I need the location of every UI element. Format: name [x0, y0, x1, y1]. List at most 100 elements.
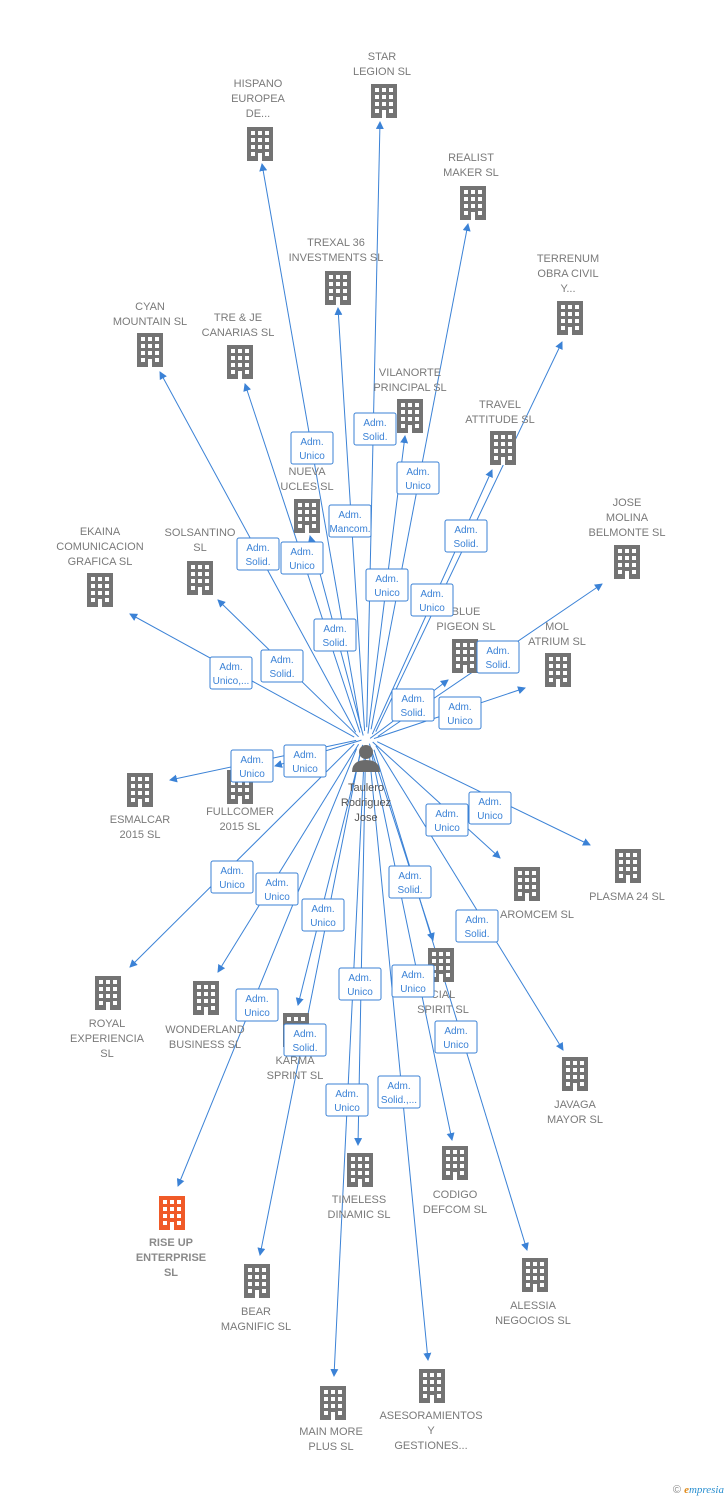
role-badge[interactable]: Adm.Unico [255, 872, 299, 906]
edge-timeless [354, 747, 367, 1146]
role-badge[interactable]: Adm.Unico [210, 860, 254, 894]
company-label-line: BUSINESS SL [169, 1039, 241, 1051]
company-label-line: SPRINT SL [267, 1070, 324, 1082]
company-label-line: ATTITUDE SL [465, 414, 534, 426]
role-badge[interactable]: Adm.Unico,... [209, 656, 253, 690]
badge-text: Adm. [270, 655, 293, 666]
role-badge[interactable]: Adm. Solid. [260, 649, 304, 683]
company-label-line: STAR [368, 51, 397, 63]
badge-text: Adm. [465, 915, 488, 926]
company-label-line: 2015 SL [220, 821, 261, 833]
badge-text: Adm. [454, 525, 477, 536]
company-label-line: EKAINA [80, 526, 121, 538]
badge-text: Unico [334, 1103, 360, 1114]
company-node-travel[interactable]: TRAVEL ATTITUDE SL [465, 399, 535, 465]
building-icon [127, 773, 153, 807]
role-badge[interactable]: Adm.Unico [391, 964, 435, 998]
company-label-line: PIGEON SL [436, 621, 495, 633]
role-badge[interactable]: Adm.Solid. [236, 537, 280, 571]
role-badge[interactable]: Adm.Unico [468, 791, 512, 825]
company-node-plasma[interactable]: PLASMA 24 SL [589, 849, 665, 903]
company-label-line: MAGNIFIC SL [221, 1321, 291, 1333]
role-badge[interactable]: Adm.Solid. [313, 618, 357, 652]
role-badge[interactable]: Adm.Solid. [353, 412, 397, 446]
role-badge[interactable]: Adm.Solid.,... [377, 1075, 421, 1109]
role-badge[interactable]: Adm.Unico [434, 1020, 478, 1054]
role-badge[interactable]: Adm.Unico [438, 696, 482, 730]
role-badge[interactable]: Adm.Solid. [283, 1023, 327, 1057]
edge-javaga [375, 745, 564, 1051]
empresia-footer[interactable]: © empresia [673, 1484, 724, 1496]
company-node-karma[interactable]: KARMA SPRINT SL [267, 1013, 324, 1082]
role-badge[interactable]: Adm.Unico [338, 967, 382, 1001]
badge-text: Adm. [338, 510, 361, 521]
role-badge[interactable]: Adm.Unico [396, 461, 440, 495]
role-badge[interactable]: Adm.Unico [280, 541, 324, 575]
company-label-line: DINAMIC SL [328, 1209, 391, 1221]
company-label-line: KARMA [275, 1055, 315, 1067]
badge-text: Solid. [322, 638, 347, 649]
badge-text: Unico [310, 918, 336, 929]
role-badge[interactable]: Adm.Solid. [476, 640, 520, 674]
role-badge[interactable]: Adm.Unico [235, 988, 279, 1022]
role-badge[interactable]: Adm.Solid. [444, 519, 488, 553]
company-label-line: RISE UP [149, 1237, 193, 1249]
role-badge[interactable]: Adm.Solid. [388, 865, 432, 899]
role-badge[interactable]: Adm.Unico [410, 583, 454, 617]
role-badge[interactable]: Adm.Unico [290, 431, 334, 465]
role-badge[interactable]: Adm.Unico [283, 744, 327, 778]
badge-text: Solid. [269, 669, 294, 680]
role-badge[interactable]: Adm.Unico [365, 568, 409, 602]
company-label-line: TRAVEL [479, 399, 521, 411]
badge-text: Solid. [245, 557, 270, 568]
role-badge[interactable]: Adm.Solid. [391, 688, 435, 722]
role-badge[interactable]: Adm.Solid. [455, 909, 499, 943]
company-label-line: PLASMA 24 SL [589, 891, 665, 903]
company-label-line: EUROPEA [231, 93, 285, 105]
company-label-line: Y... [560, 283, 575, 295]
edge-rise [176, 748, 358, 1187]
role-badge[interactable]: Adm.Unico [230, 749, 274, 783]
edge-asesoramientos [368, 751, 432, 1361]
role-badge[interactable]: Adm.Unico [301, 898, 345, 932]
badge-text: Adm. [375, 574, 398, 585]
badge-text: Unico [299, 451, 325, 462]
badge-text: Adm. [486, 646, 509, 657]
company-node-asesoramientos[interactable]: ASESORAMIENTOSYGESTIONES... [379, 1369, 483, 1452]
role-badge[interactable]: Adm.Unico [425, 803, 469, 837]
company-label-line: MOLINA [606, 512, 649, 524]
company-node-hispano[interactable]: HISPANOEUROPEADE... [231, 78, 286, 161]
edge-bear [257, 749, 362, 1256]
role-badge[interactable]: Adm.Mancom. [328, 504, 372, 538]
building-icon [159, 1196, 185, 1230]
company-node-aromcem[interactable]: AROMCEM SL [500, 867, 574, 921]
building-icon [442, 1146, 468, 1180]
role-badge[interactable]: Adm.Unico [325, 1083, 369, 1117]
